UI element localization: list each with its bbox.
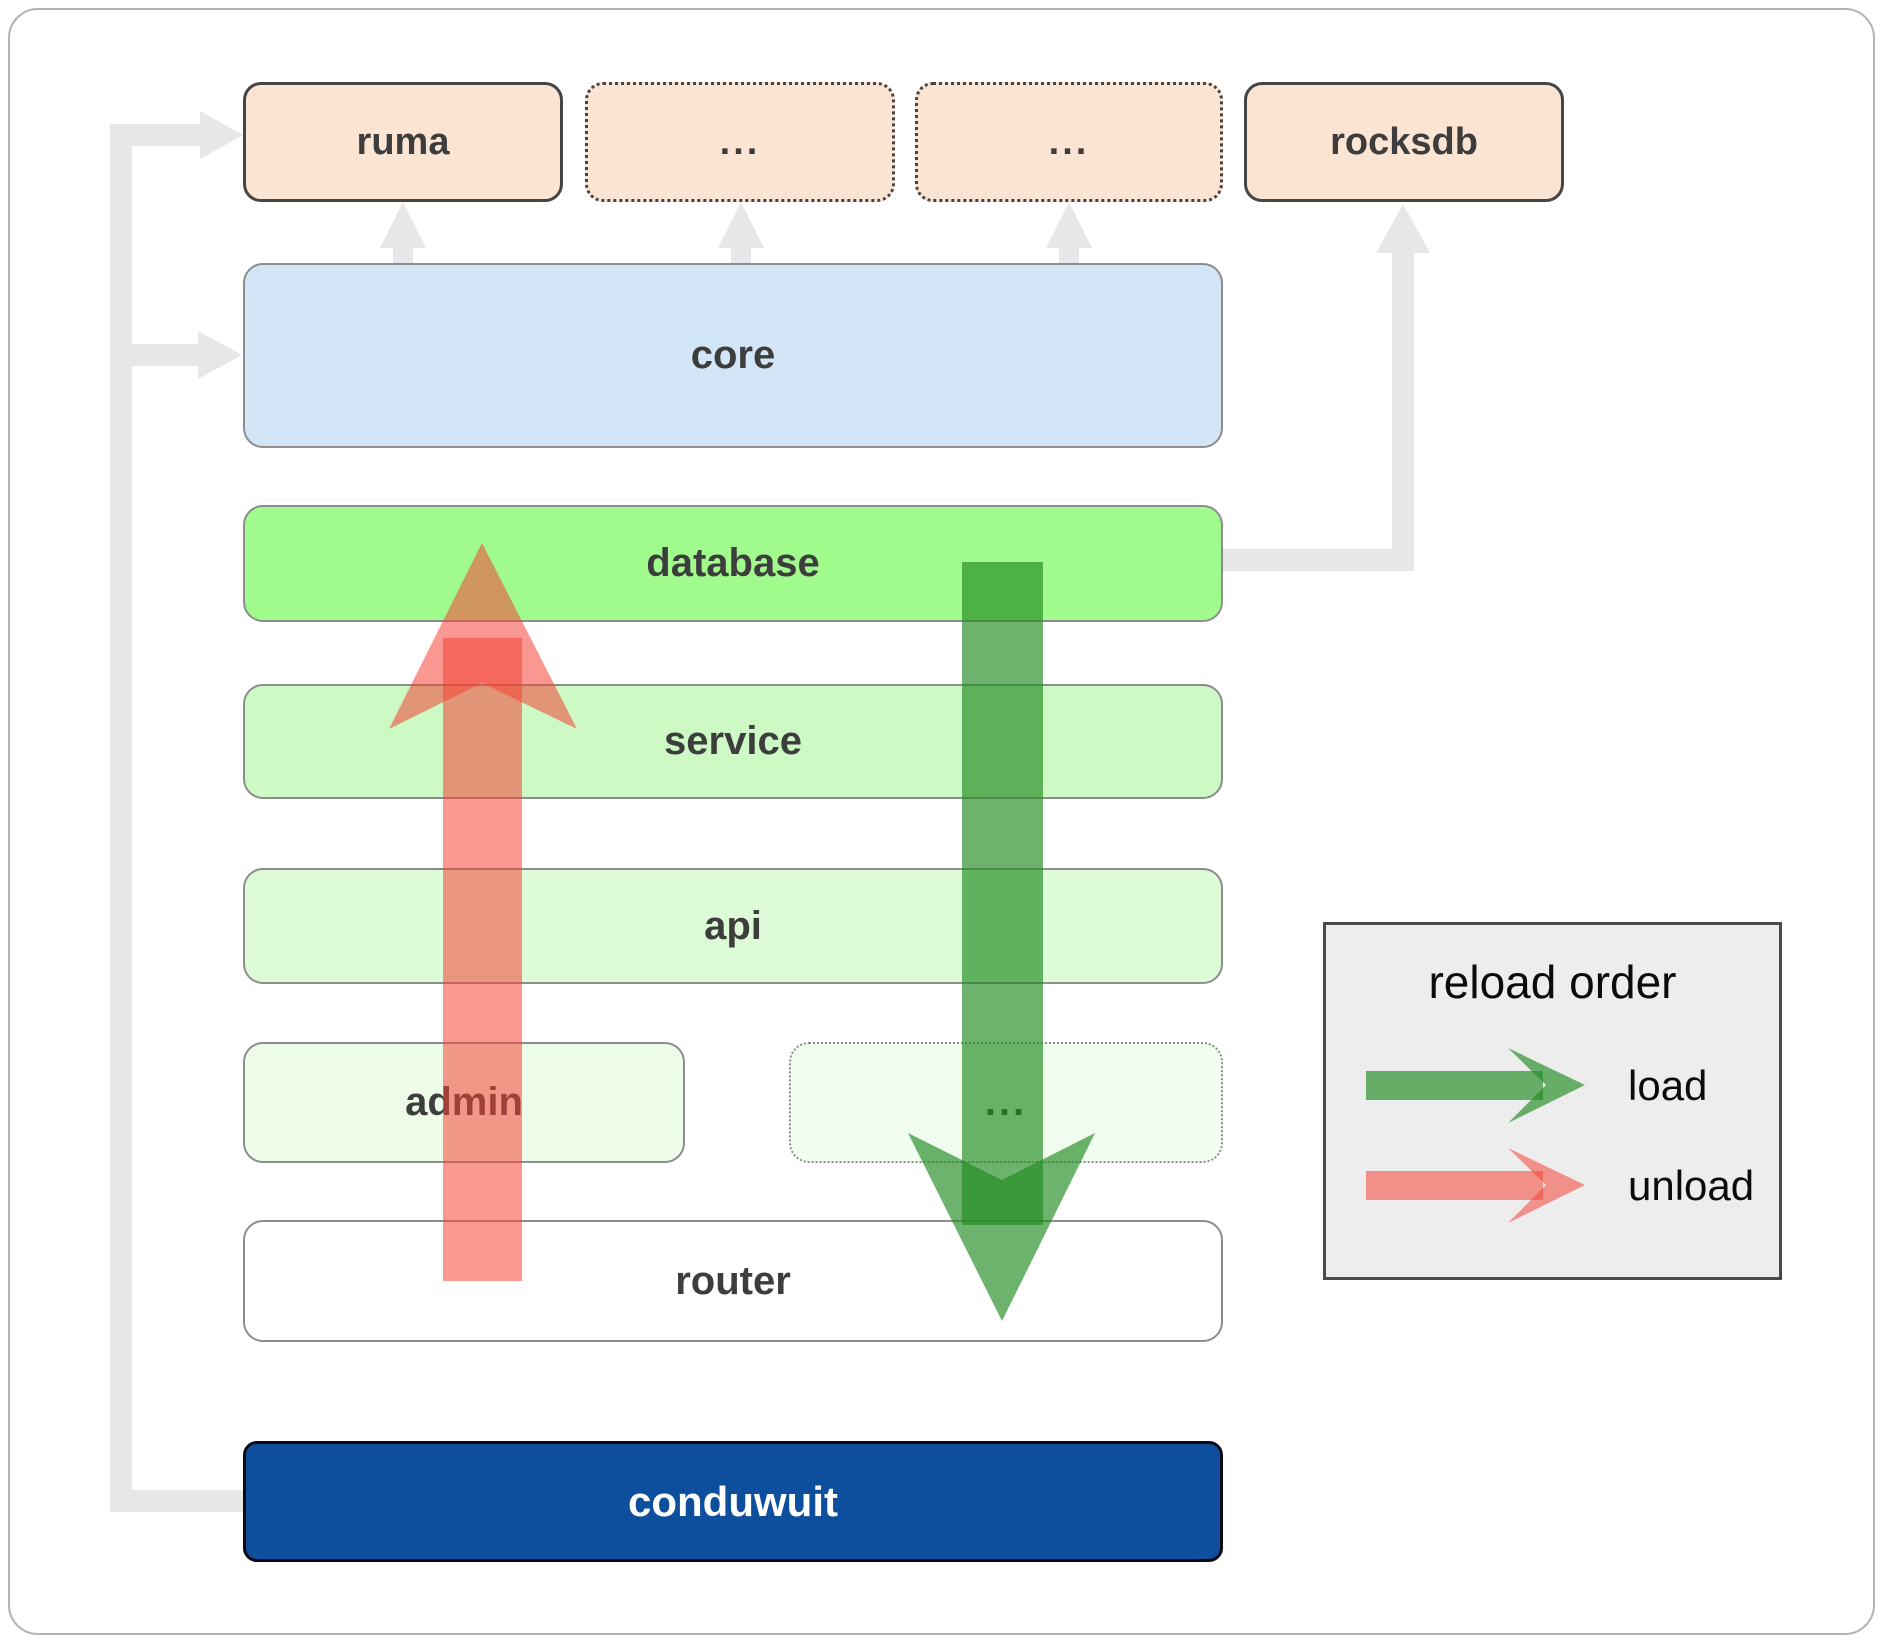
load-arrow-icon [1366, 1048, 1585, 1123]
legend-title: reload order [1428, 956, 1677, 1008]
node-ruma: ruma [243, 82, 563, 202]
node-api: api [243, 868, 1223, 984]
node-ellipsis-1: ... [585, 82, 895, 202]
legend-panel: reload order load unload [1323, 922, 1782, 1280]
node-service: service [243, 684, 1223, 799]
node-ellipsis-3: ... [789, 1042, 1223, 1163]
diagram-frame [8, 8, 1875, 1635]
legend-label-load: load [1628, 1062, 1708, 1109]
node-database: database [243, 505, 1223, 622]
legend-row-unload [1366, 1148, 1586, 1224]
node-ellipsis-2: ... [915, 82, 1223, 202]
node-rocksdb: rocksdb [1244, 82, 1564, 202]
legend-label-unload: unload [1628, 1162, 1755, 1209]
unload-arrow-icon [1366, 1148, 1585, 1223]
node-conduwuit: conduwuit [243, 1441, 1223, 1562]
node-router: router [243, 1220, 1223, 1342]
node-core: core [243, 263, 1223, 448]
node-admin: admin [243, 1042, 685, 1163]
legend-row-load [1366, 1048, 1586, 1124]
